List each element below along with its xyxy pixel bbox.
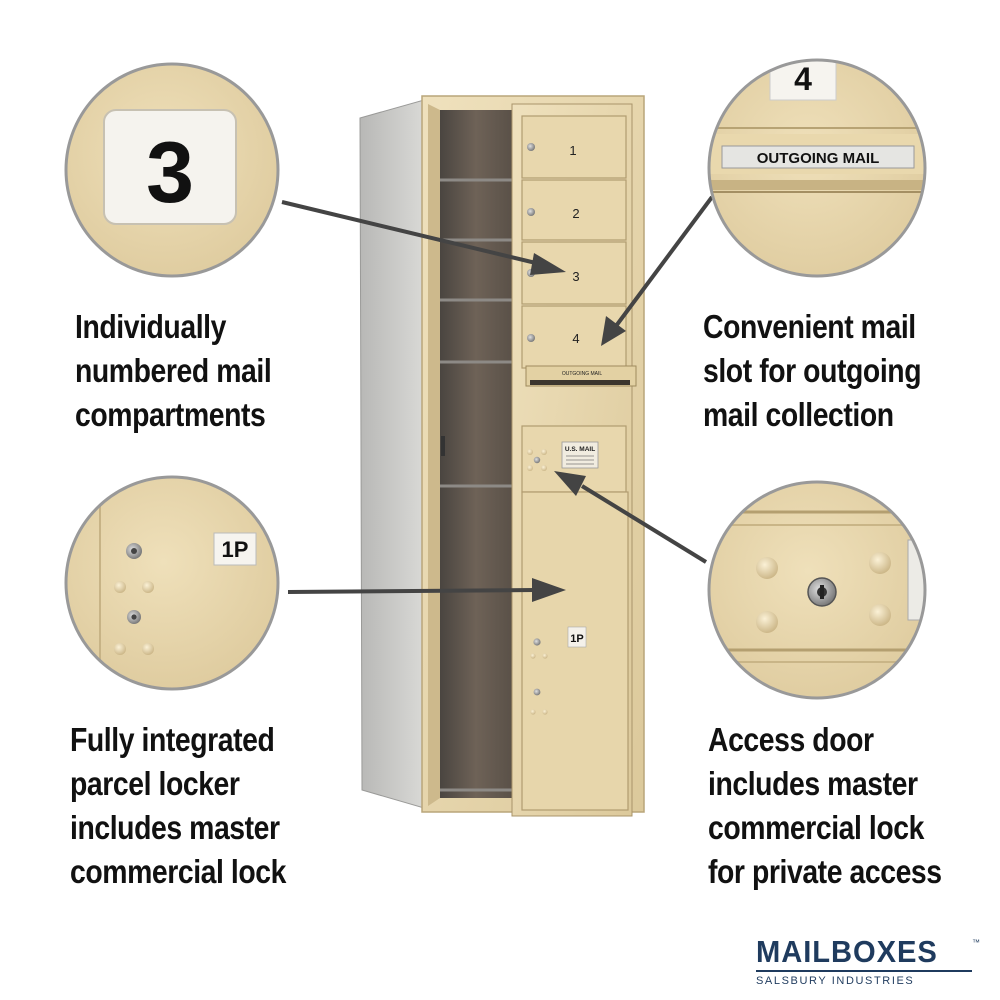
caption-line: for private access — [708, 853, 942, 890]
arrow-to-access-door — [554, 471, 708, 564]
caption-line: commercial lock — [70, 853, 286, 890]
callout-arrows — [281, 195, 714, 602]
arrow-to-outgoing-slot — [601, 195, 714, 346]
caption-line: commercial lock — [708, 809, 924, 846]
caption-line: slot for outgoing — [703, 352, 922, 389]
brand-tagline: SALSBURY INDUSTRIES — [756, 975, 915, 987]
caption-line: compartments — [75, 396, 266, 433]
caption-line: Individually — [75, 308, 226, 345]
master-door-edge — [428, 104, 440, 806]
parcel-label-plate — [213, 532, 257, 566]
door-number-2: 2 — [572, 206, 579, 221]
zoom-circle-parcel-locker: 1P — [64, 475, 280, 691]
caption-line: includes master — [70, 809, 280, 846]
mailbox-interior — [440, 110, 512, 798]
mailbox-side-panel — [359, 99, 425, 809]
zoom-number-4: 4 — [794, 61, 812, 97]
caption-outgoing-slot: Convenient mail slot for outgoing mail c… — [703, 305, 922, 437]
zoom-circle-compartment-number: 3 — [64, 62, 280, 278]
door-hinge — [441, 436, 445, 456]
caption-parcel-locker: Fully integrated parcel locker includes … — [70, 718, 286, 894]
caption-line: numbered mail — [75, 352, 272, 389]
tenant-door-1[interactable]: 1 — [521, 115, 627, 179]
zoom-outgoing-label: OUTGOING MAIL — [757, 150, 880, 167]
interior-shelves — [440, 178, 512, 792]
brand-trademark: ™ — [972, 938, 980, 947]
caption-line: parcel locker — [70, 765, 240, 802]
door-number-3: 3 — [572, 269, 579, 284]
brand-logo: MAILBOXES ™ SALSBURY INDUSTRIES — [756, 936, 981, 989]
arrow-to-door-3 — [281, 200, 566, 275]
slot-label: OUTGOING MAIL — [562, 371, 603, 377]
zoom-parcel-label: 1P — [222, 537, 249, 562]
outgoing-mail-plate — [721, 145, 915, 169]
zoom-number-3: 3 — [146, 125, 194, 221]
parcel-locker-door[interactable]: 1P — [521, 491, 629, 811]
mailbox-unit: 1 2 3 4 OUTGOING MAIL U.S. MAIL — [359, 95, 645, 817]
zoom-circle-outgoing-slot: 4 OUTGOING MAIL — [707, 58, 927, 278]
caption-line: Access door — [708, 721, 874, 758]
arrow-to-parcel-locker — [287, 578, 566, 602]
brand-name: MAILBOXES — [756, 934, 938, 969]
tenant-door-2[interactable]: 2 — [521, 179, 627, 241]
usps-label: U.S. MAIL — [565, 446, 595, 453]
caption-line: mail collection — [703, 396, 894, 433]
caption-line: includes master — [708, 765, 918, 802]
caption-access-door: Access door includes master commercial l… — [708, 718, 942, 894]
number-plate — [103, 109, 237, 225]
caption-line: Convenient mail — [703, 308, 916, 345]
door-number-4: 4 — [572, 331, 579, 346]
caption-line: Fully integrated — [70, 721, 275, 758]
zoom-circle-access-door — [707, 480, 927, 700]
parcel-door-label: 1P — [570, 633, 583, 645]
door-number-1: 1 — [569, 143, 576, 158]
access-door[interactable]: U.S. MAIL — [521, 425, 627, 493]
outgoing-mail-slot[interactable]: OUTGOING MAIL — [525, 365, 637, 387]
brand-divider — [756, 970, 972, 972]
caption-numbered-compartments: Individually numbered mail compartments — [75, 305, 272, 437]
